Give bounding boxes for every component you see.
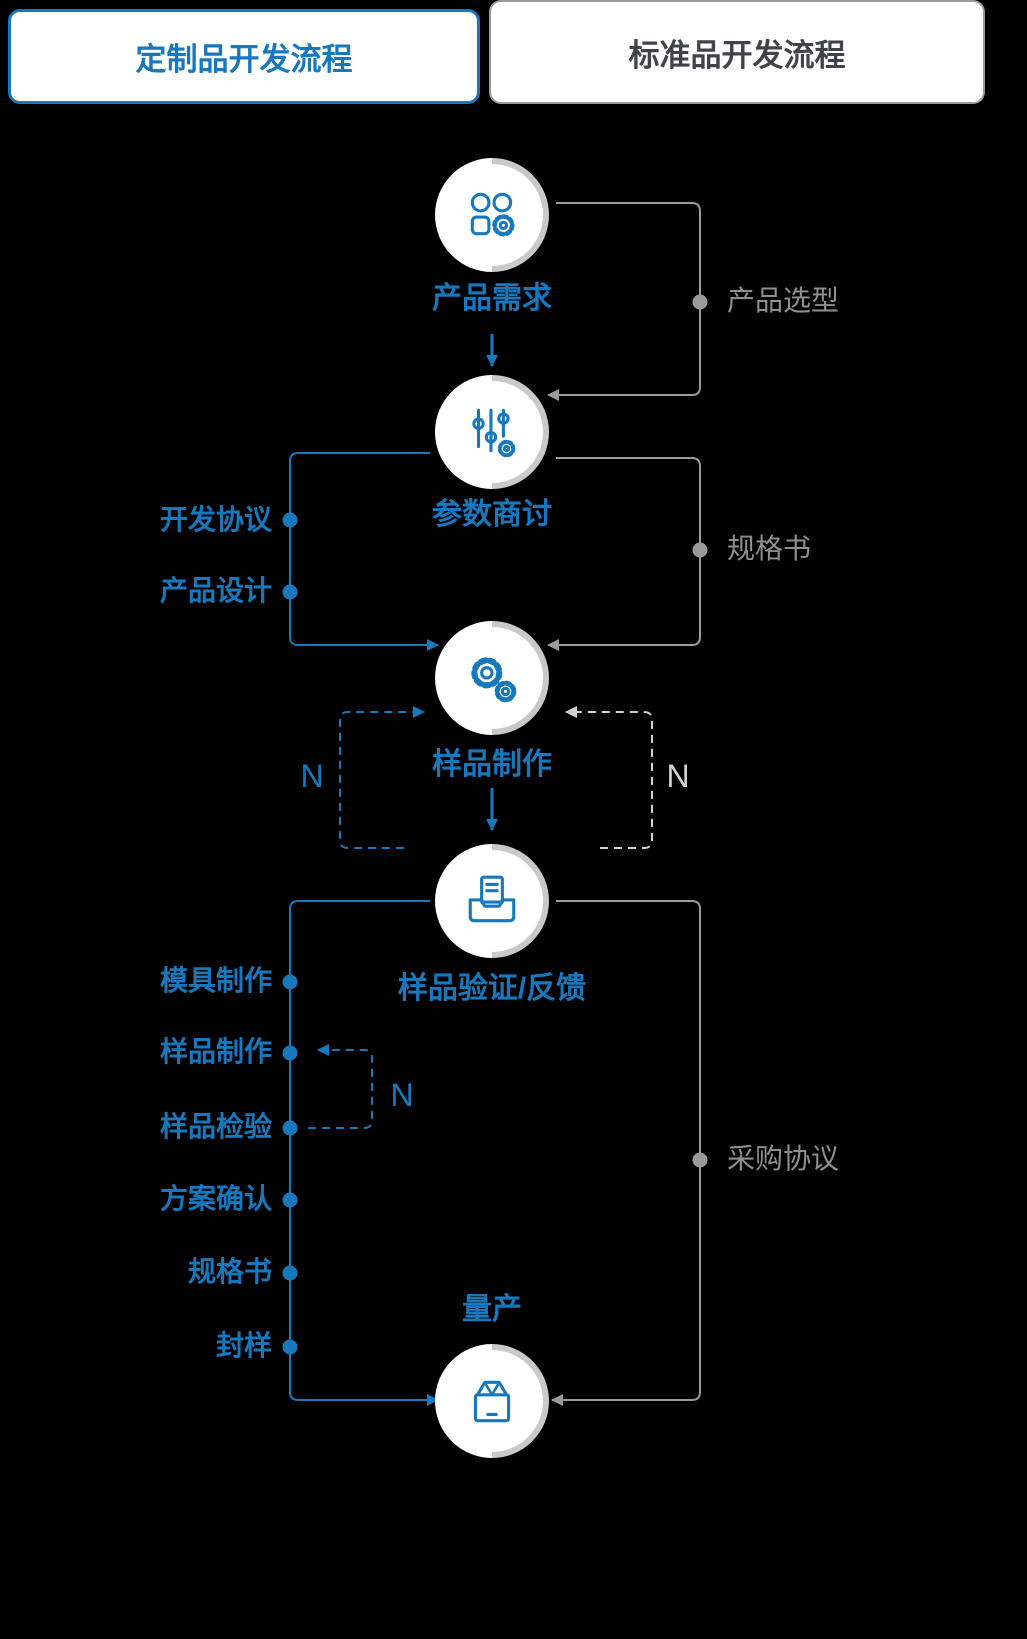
document-tray-icon bbox=[468, 875, 516, 923]
step-sample-making: 样品制作 bbox=[159, 1036, 272, 1067]
step-mold-making: 模具制作 bbox=[159, 965, 272, 996]
node-inner bbox=[441, 627, 543, 729]
bracket-tooling-to-sealed-sample bbox=[289, 900, 439, 1406]
milestone-specification: 规格书 bbox=[727, 533, 812, 564]
dot-product-design bbox=[282, 584, 298, 600]
node-label-sample-verification: 样品验证/反馈 bbox=[397, 972, 587, 1005]
loop-sample-right-dashed bbox=[565, 706, 653, 849]
node-inner bbox=[441, 850, 543, 952]
dot-specification-right bbox=[692, 542, 708, 558]
loop-sample-left-dashed bbox=[339, 706, 425, 849]
clover-gear-icon bbox=[470, 192, 515, 237]
step-development-agreement: 开发协议 bbox=[159, 504, 272, 535]
dot-specification-left bbox=[282, 1265, 298, 1281]
dot-mold-making bbox=[282, 974, 298, 990]
dot-sealed-sample bbox=[282, 1339, 298, 1355]
bracket-specification bbox=[547, 457, 701, 651]
sliders-icon bbox=[472, 408, 516, 458]
dot-plan-confirmation bbox=[282, 1192, 298, 1208]
step-sealed-sample: 封样 bbox=[215, 1330, 272, 1361]
node-inner bbox=[441, 381, 543, 483]
tab-custom-label: 定制品开发流程 bbox=[135, 42, 353, 77]
node-label-sample-production: 样品制作 bbox=[432, 748, 552, 781]
node-inner bbox=[441, 164, 543, 266]
loop-n-inspection: N bbox=[390, 1077, 414, 1113]
dot-procurement-agreement bbox=[692, 1152, 708, 1168]
node-mass-production bbox=[435, 1344, 549, 1458]
bracket-procurement-agreement bbox=[551, 900, 701, 1406]
milestone-procurement-agreement: 采购协议 bbox=[727, 1143, 840, 1174]
dot-product-selection bbox=[692, 294, 708, 310]
gears-icon bbox=[471, 657, 517, 703]
dot-sample-making bbox=[282, 1045, 298, 1061]
node-label-parameter-discussion: 参数商讨 bbox=[432, 498, 552, 531]
step-specification-left: 规格书 bbox=[187, 1256, 272, 1287]
node-sample-production bbox=[435, 621, 549, 735]
loop-n-right: N bbox=[666, 758, 690, 794]
tab-standard-product-flow[interactable]: 标准品开发流程 bbox=[489, 0, 985, 104]
step-sample-inspection: 样品检验 bbox=[159, 1111, 272, 1142]
step-plan-confirmation: 方案确认 bbox=[159, 1183, 272, 1214]
loop-n-left: N bbox=[300, 758, 324, 794]
dot-development-agreement bbox=[282, 512, 298, 528]
package-icon bbox=[473, 1380, 511, 1423]
node-label-mass-production: 量产 bbox=[462, 1293, 522, 1326]
node-inner bbox=[441, 1350, 543, 1452]
node-sample-verification bbox=[435, 844, 549, 958]
node-parameter-discussion bbox=[435, 375, 549, 489]
node-product-requirements bbox=[435, 158, 549, 272]
milestone-product-selection: 产品选型 bbox=[727, 285, 840, 316]
tab-standard-label: 标准品开发流程 bbox=[628, 37, 846, 73]
loop-inspection-dashed bbox=[308, 1044, 373, 1129]
dot-sample-inspection bbox=[282, 1120, 298, 1136]
tab-custom-product-flow[interactable]: 定制品开发流程 bbox=[8, 9, 480, 104]
step-product-design: 产品设计 bbox=[159, 575, 272, 606]
bracket-development-design bbox=[289, 452, 439, 651]
node-label-product-requirements: 产品需求 bbox=[432, 282, 552, 315]
